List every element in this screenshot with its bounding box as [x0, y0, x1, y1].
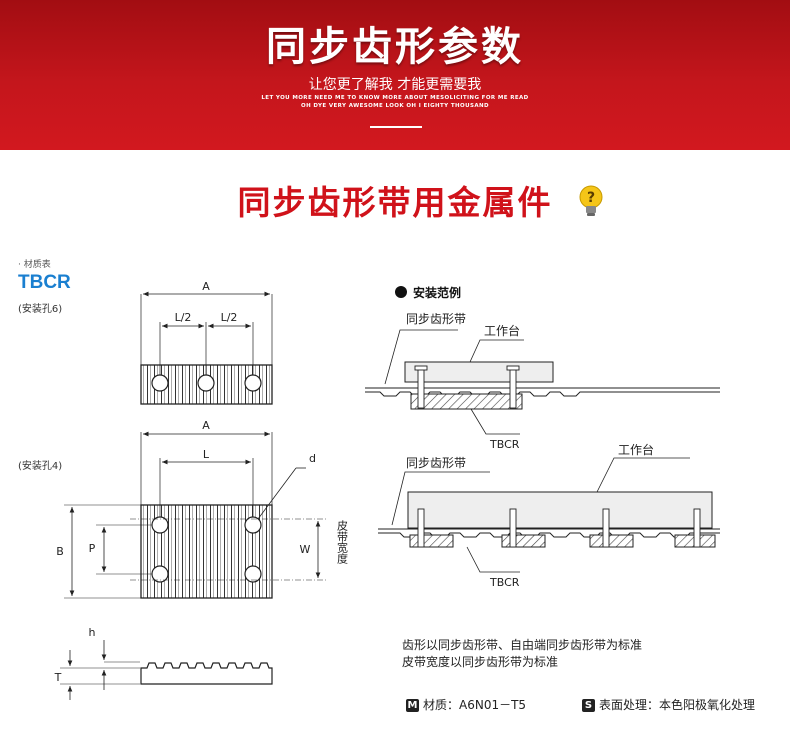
lightbulb-question-icon: ? — [579, 185, 603, 216]
belt-width-label: 皮带宽度 — [336, 520, 349, 565]
install-example-title: 安装范例 — [413, 285, 461, 300]
banner-subtitle: 让您更了解我 才能更需要我 — [308, 77, 482, 93]
dim-d: d — [309, 452, 316, 465]
material-badge-icon: M — [406, 699, 419, 712]
table-label-1: 工作台 — [484, 323, 520, 338]
dim-a-top: A — [202, 280, 210, 293]
belt-label-2: 同步齿形带 — [406, 456, 466, 470]
svg-text:?: ? — [587, 190, 595, 206]
banner-english-line-2: OH DYE VERY AWESOME LOOK OH I EIGHTY THO… — [301, 103, 489, 109]
model-name: TBCR — [18, 272, 71, 293]
note-line-2: 皮带宽度以同步齿形带为标准 — [402, 655, 559, 669]
section-heading: 同步齿形带用金属件 — [237, 183, 553, 222]
install-example-1 — [365, 329, 720, 435]
variant-4-label: (安装孔4) — [18, 461, 63, 472]
tbcr-label-2: TBCR — [489, 576, 520, 589]
header-banner: 同步齿形参数 让您更了解我 才能更需要我 LET YOU MORE NEED M… — [0, 0, 790, 150]
install-example-2 — [378, 457, 720, 573]
variant-6-label: (安装孔6) — [18, 304, 63, 315]
drawing-side-profile — [60, 640, 273, 700]
surface-text: 表面处理：本色阳极氧化处理 — [599, 698, 756, 712]
dim-l: L — [203, 448, 210, 461]
banner-divider — [370, 126, 422, 128]
dim-l-half-right: L/2 — [221, 311, 238, 324]
material-text: 材质：A6N01－T5 — [423, 698, 527, 712]
dim-a-mid: A — [202, 419, 210, 432]
dim-w: W — [300, 543, 311, 556]
material-table-label: · 材质表 — [18, 260, 51, 270]
drawing-6-hole — [140, 291, 273, 405]
dim-p: P — [89, 542, 96, 555]
dim-b: B — [56, 545, 64, 558]
tbcr-label-1: TBCR — [489, 438, 520, 451]
dim-l-half-left: L/2 — [175, 311, 192, 324]
material-spec: M 材质：A6N01－T5 — [406, 696, 526, 713]
note-line-1: 齿形以同步齿形带、自由端同步齿形带为标准 — [402, 638, 643, 652]
dim-h: h — [89, 626, 96, 639]
table-label-2: 工作台 — [618, 442, 654, 457]
surface-spec: S 表面处理：本色阳极氧化处理 — [582, 696, 755, 713]
surface-badge-icon: S — [582, 699, 595, 712]
drawing-4-hole — [64, 431, 326, 599]
bullet-icon — [395, 286, 407, 298]
banner-title: 同步齿形参数 — [266, 24, 524, 70]
banner-english-line-1: LET YOU MORE NEED ME TO KNOW MORE ABOUT … — [261, 95, 529, 101]
dim-t: T — [54, 671, 62, 684]
belt-label-1: 同步齿形带 — [406, 312, 466, 326]
